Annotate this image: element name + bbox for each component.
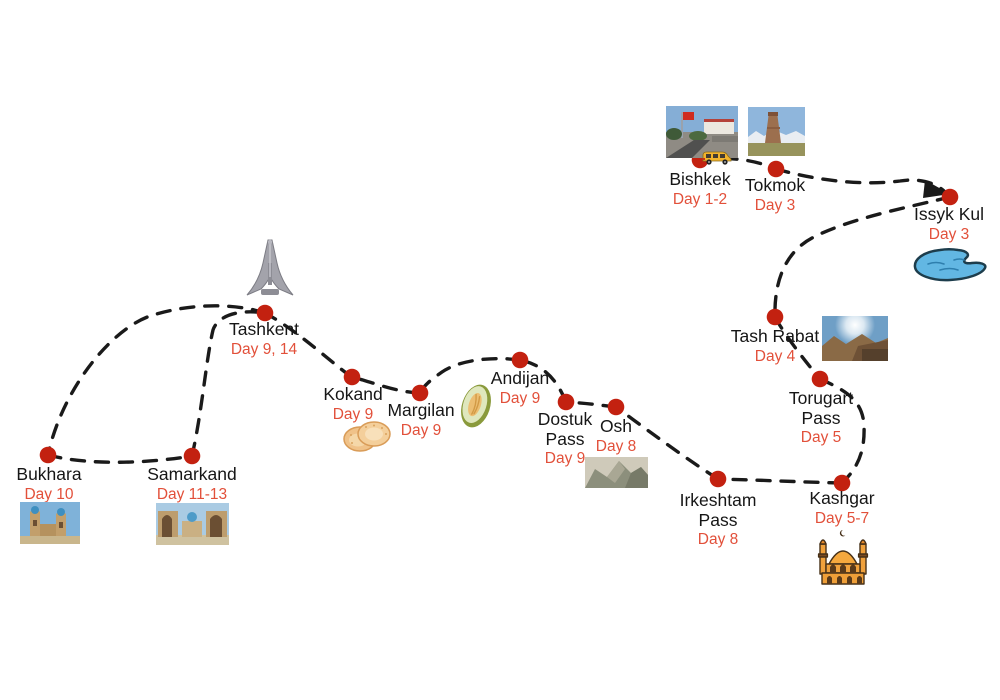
stop-days: Day 5 xyxy=(800,429,842,447)
stop-tash-rabat: Tash Rabat Day 4 xyxy=(730,326,820,365)
flatbread-icon xyxy=(343,421,391,452)
stop-torugart-pass: Torugart Pass Day 5 xyxy=(775,388,867,447)
stop-bukhara: Bukhara Day 10 xyxy=(16,464,82,503)
stop-dot-tashkent xyxy=(256,304,274,322)
stop-days: Day 9 xyxy=(544,450,586,468)
stop-days: Day 8 xyxy=(697,531,739,549)
sulayman-mountain-photo xyxy=(585,457,648,488)
stop-days: Day 1-2 xyxy=(672,190,728,208)
stop-name: Bishkek xyxy=(669,169,731,189)
route-torugart-kashgar xyxy=(818,377,866,485)
stop-name: Issyk Kul xyxy=(913,204,985,224)
stop-name: Bukhara xyxy=(16,464,82,484)
stop-bishkek: Bishkek Day 1-2 xyxy=(669,169,731,208)
stop-samarkand: Samarkand Day 11-13 xyxy=(147,464,237,503)
route-samarkand-tashkent xyxy=(190,310,267,458)
stop-name: Kashgar xyxy=(809,488,875,508)
stop-days: Day 9 xyxy=(400,421,442,439)
stop-days: Day 8 xyxy=(595,437,637,455)
stop-dot-margilan xyxy=(411,384,429,402)
minibus-icon xyxy=(702,151,732,165)
stop-name: Andijan xyxy=(490,368,550,388)
stop-kokand: Kokand Day 9 xyxy=(323,384,383,423)
stop-name: Dostuk Pass xyxy=(537,409,593,449)
stop-andijan: Andijan Day 9 xyxy=(490,368,550,407)
stop-dot-samarkand xyxy=(183,447,201,465)
stop-dot-kashgar xyxy=(833,474,851,492)
stop-dot-bukhara xyxy=(39,446,57,464)
stop-name: Tashkent xyxy=(228,319,300,339)
stop-dostuk-pass: Dostuk Pass Day 9 xyxy=(528,409,602,468)
stop-days: Day 9 xyxy=(499,389,541,407)
route-andijan-margilan xyxy=(418,356,522,395)
stop-days: Day 5-7 xyxy=(814,509,870,527)
stop-tashkent: Tashkent Day 9, 14 xyxy=(228,319,300,358)
mosque-icon xyxy=(817,530,869,585)
route-kashgar-irkeshtam xyxy=(716,477,844,485)
stop-days: Day 4 xyxy=(754,347,796,365)
stop-dot-irkeshtam xyxy=(709,470,727,488)
stop-days: Day 9, 14 xyxy=(230,340,298,358)
stop-name: Samarkand xyxy=(147,464,237,484)
stop-kashgar: Kashgar Day 5-7 xyxy=(809,488,875,527)
stop-dot-torugart xyxy=(811,370,829,388)
tv-tower-photo xyxy=(246,239,294,296)
stop-name: Tokmok xyxy=(744,175,806,195)
stop-days: Day 3 xyxy=(928,225,970,243)
route-tashkent-bukhara xyxy=(46,304,267,457)
lake-icon xyxy=(913,248,987,282)
stop-dot-tokmok xyxy=(767,160,785,178)
route-irkeshtam-osh xyxy=(614,405,720,481)
stop-name: Osh xyxy=(599,416,633,436)
stop-dot-osh xyxy=(607,398,625,416)
stop-days: Day 3 xyxy=(754,196,796,214)
bishkek-square-photo xyxy=(666,106,738,158)
stop-tokmok: Tokmok Day 3 xyxy=(744,175,806,214)
melon-icon xyxy=(461,384,491,428)
stop-days: Day 10 xyxy=(24,485,74,503)
stop-days: Day 11-13 xyxy=(156,485,228,503)
stop-name: Margilan xyxy=(387,400,455,420)
stop-dot-kokand xyxy=(343,368,361,386)
stop-days: Day 9 xyxy=(332,405,374,423)
stop-name: Torugart Pass xyxy=(788,388,854,428)
stop-irkeshtam-pass: Irkeshtam Pass Day 8 xyxy=(666,490,770,549)
route-issykkul-tashrabat xyxy=(773,195,952,319)
stop-dot-issykkul xyxy=(941,188,959,206)
stop-dot-dostuk xyxy=(557,393,575,411)
stop-osh: Osh Day 8 xyxy=(595,416,637,455)
route-bukhara-samarkand xyxy=(46,453,194,464)
stop-name: Tash Rabat xyxy=(730,326,820,346)
stop-margilan: Margilan Day 9 xyxy=(387,400,455,439)
burana-tower-photo xyxy=(748,107,805,156)
bukhara-towers-photo xyxy=(20,502,80,544)
stop-dot-andijan xyxy=(511,351,529,369)
stop-issyk-kul: Issyk Kul Day 3 xyxy=(913,204,985,243)
registan-photo xyxy=(156,503,229,545)
stop-name: Irkeshtam Pass xyxy=(679,490,757,530)
tash-rabat-photo xyxy=(822,316,888,361)
stop-dot-tashrabat xyxy=(766,308,784,326)
stop-name: Kokand xyxy=(323,384,383,404)
